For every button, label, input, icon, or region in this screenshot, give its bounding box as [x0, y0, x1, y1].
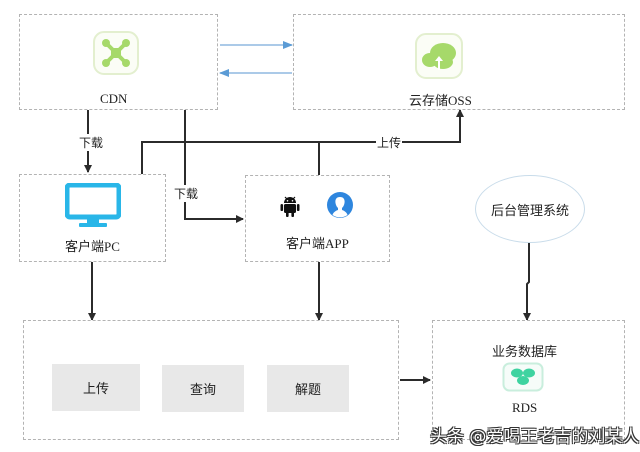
- cdn-node[interactable]: CDN: [19, 14, 218, 110]
- cdn-to-app-arrow: [184, 109, 244, 223]
- cdn-to-pc-label: 下载: [78, 134, 105, 151]
- upload-function-label: 上传: [82, 381, 109, 396]
- query-function-label: 查询: [189, 382, 216, 397]
- solve-function-button[interactable]: 解题: [267, 365, 349, 412]
- rds-label: RDS: [512, 400, 538, 415]
- client-app-node[interactable]: 客户端APP: [245, 175, 390, 262]
- pc-upload-wire: [141, 109, 464, 175]
- admin-to-db-arrow: [523, 243, 531, 321]
- cdn-network-icon: [92, 30, 140, 81]
- cloud-upload-icon: [414, 32, 464, 85]
- database-title: 业务数据库: [492, 344, 558, 359]
- android-icon: [280, 195, 300, 222]
- solve-function-label: 解题: [294, 382, 321, 397]
- client-app-label: 客户端APP: [286, 236, 349, 251]
- user-avatar-icon: [326, 191, 354, 224]
- query-function-button[interactable]: 查询: [162, 365, 244, 412]
- cdn-to-app-label: 下载: [173, 185, 200, 202]
- cdn-label: CDN: [100, 91, 128, 106]
- rds-database-icon: [502, 362, 544, 397]
- watermark-text: 头条 @爱喝王老吉的刘某人: [430, 427, 640, 447]
- clients-to-oss-label: 上传: [376, 134, 403, 151]
- client-pc-label: 客户端PC: [65, 239, 120, 254]
- monitor-icon: [64, 182, 122, 234]
- oss-node[interactable]: 云存储OSS: [293, 14, 625, 110]
- client-pc-node[interactable]: 客户端PC: [19, 174, 166, 262]
- oss-label: 云存储OSS: [409, 93, 472, 108]
- functions-node[interactable]: 上传 查询 解题: [23, 320, 399, 440]
- upload-function-button[interactable]: 上传: [52, 364, 140, 411]
- admin-system-label: 后台管理系统: [490, 202, 569, 218]
- admin-system-node[interactable]: 后台管理系统: [475, 175, 585, 243]
- database-node[interactable]: 业务数据库 RDS: [432, 320, 625, 440]
